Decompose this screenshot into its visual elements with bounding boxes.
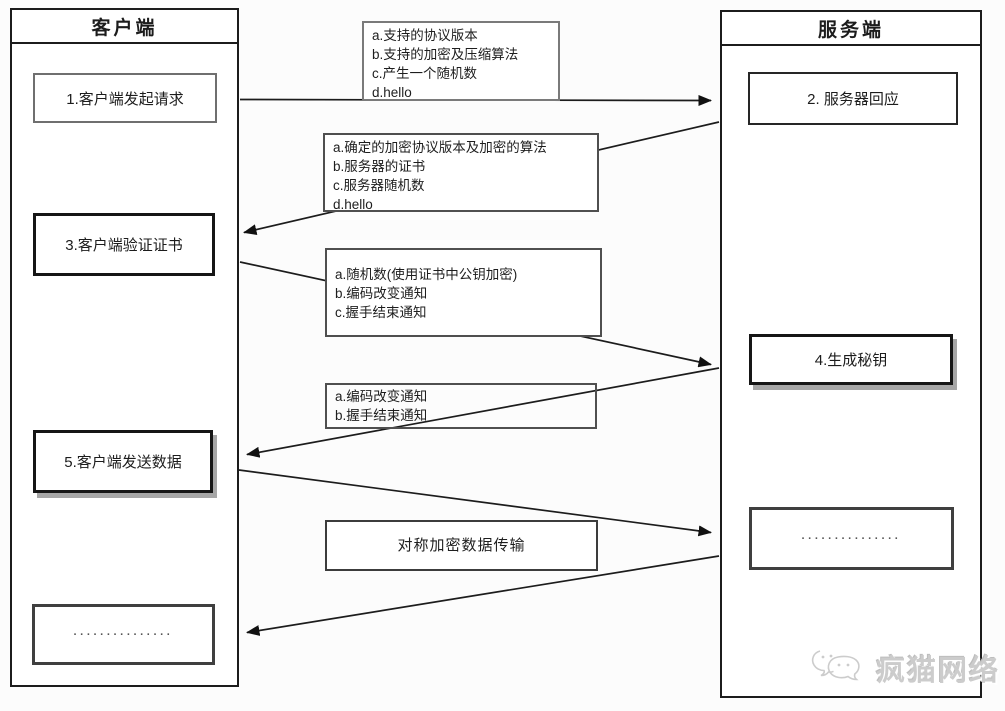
server-continuation-dots: ··············· xyxy=(801,532,902,545)
fengmao-cat-logo-icon xyxy=(811,650,860,681)
client-step3-label: 3.客户端验证证书 xyxy=(65,237,183,254)
watermark-text: 疯猫网络 xyxy=(876,655,1001,687)
message-line: c.握手结束通知 xyxy=(335,305,427,320)
message-line: a.确定的加密协议版本及加密的算法 xyxy=(333,140,547,155)
message-line: d.hello xyxy=(333,197,373,212)
client-panel-title: 客户端 xyxy=(12,10,237,44)
message-server-hello: a.确定的加密协议版本及加密的算法 b.服务器的证书 c.服务器随机数 d.he… xyxy=(323,133,599,212)
message-line: b.支持的加密及压缩算法 xyxy=(372,47,519,62)
message-client-key-exchange: a.随机数(使用证书中公钥加密) b.编码改变通知 c.握手结束通知 xyxy=(325,248,602,337)
client-continuation-dots: ··············· xyxy=(73,628,174,641)
client-step5-box: 5.客户端发送数据 xyxy=(33,430,213,493)
watermark: 疯猫网络 xyxy=(810,643,1000,693)
message-line: a.编码改变通知 xyxy=(335,389,428,404)
message-change-cipher-finish: a.编码改变通知 b.握手结束通知 xyxy=(325,383,597,429)
message-line: c.产生一个随机数 xyxy=(372,66,478,81)
message-line: b.服务器的证书 xyxy=(333,159,426,174)
client-step3-box: 3.客户端验证证书 xyxy=(33,213,215,276)
server-step2-box: 2. 服务器回应 xyxy=(748,72,958,125)
server-step2-label: 2. 服务器回应 xyxy=(807,91,899,108)
message-data-transfer: 对称加密数据传输 xyxy=(325,520,598,571)
client-continuation-box: ··············· xyxy=(32,604,215,665)
server-panel-title: 服务端 xyxy=(722,12,980,46)
message-line: d.hello xyxy=(372,85,412,100)
message-client-hello: a.支持的协议版本 b.支持的加密及压缩算法 c.产生一个随机数 d.hello xyxy=(362,21,560,101)
message-line: b.编码改变通知 xyxy=(335,286,428,301)
server-step4-label: 4.生成秘钥 xyxy=(814,352,888,369)
message-line: c.服务器随机数 xyxy=(333,178,425,193)
server-step4-box: 4.生成秘钥 xyxy=(749,334,953,385)
message-line: b.握手结束通知 xyxy=(335,408,428,423)
client-step5-label: 5.客户端发送数据 xyxy=(64,454,182,471)
client-step1-label: 1.客户端发起请求 xyxy=(66,90,184,108)
message-line: 对称加密数据传输 xyxy=(397,537,526,554)
server-continuation-box: ··············· xyxy=(749,507,954,570)
client-step1-box: 1.客户端发起请求 xyxy=(33,73,217,123)
message-line: a.支持的协议版本 xyxy=(372,28,478,43)
message-line: a.随机数(使用证书中公钥加密) xyxy=(335,267,518,282)
